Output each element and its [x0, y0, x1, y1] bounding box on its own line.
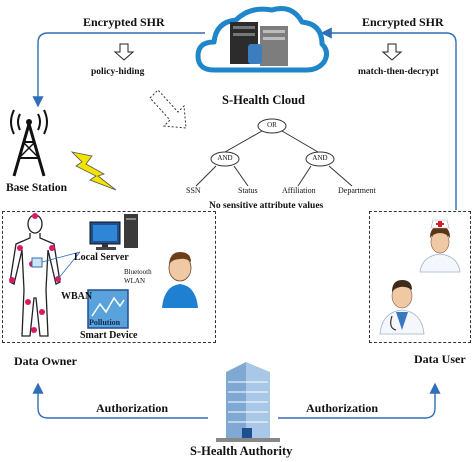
base-station-label: Base Station	[6, 182, 68, 194]
wban-label: WBAN	[61, 291, 93, 302]
tree-leaf-department: Department	[338, 186, 376, 195]
policy-tree-nodes	[210, 118, 335, 167]
cloud-label: S-Health Cloud	[222, 93, 306, 107]
left-encrypted-shr-label: Encrypted SHR	[83, 15, 165, 29]
data-owner-label: Data Owner	[14, 354, 77, 368]
tree-right-node: AND	[312, 154, 328, 162]
bluetooth-label: Bluetooth	[124, 268, 152, 276]
right-encrypted-shr-label: Encrypted SHR	[362, 15, 444, 29]
authority-label: S-Health Authority	[190, 444, 293, 458]
policy-tree-edges	[195, 130, 353, 187]
datauser-to-cloud-arrow	[320, 27, 457, 210]
policy-hiding-arrow-icon	[113, 43, 135, 61]
tree-root-node: OR	[267, 121, 277, 129]
tree-leaf-ssn: SSN	[186, 186, 201, 195]
authority-to-owner-arrow	[32, 382, 208, 419]
upload-diagonal-arrow-icon	[149, 89, 187, 129]
tree-leaf-status: Status	[238, 186, 258, 195]
data-user-box	[369, 211, 471, 343]
match-then-decrypt-label: match-then-decrypt	[358, 67, 439, 77]
authorization-left-label: Authorization	[96, 401, 168, 415]
authority-to-user-arrow	[278, 382, 441, 419]
policy-hiding-label: policy-hiding	[91, 67, 145, 77]
smart-device-label: Smart Device	[80, 330, 138, 341]
cloud-to-basestation-arrow	[32, 32, 205, 108]
wireless-lightning-icon	[70, 151, 117, 191]
pollution-label: Pollution	[89, 318, 121, 327]
tree-left-node: AND	[217, 154, 233, 162]
data-owner-box	[2, 211, 216, 343]
tree-caption: No sensitive attribute values	[209, 201, 324, 211]
authorization-right-label: Authorization	[306, 401, 378, 415]
local-server-label: Local Server	[74, 252, 129, 263]
data-user-label: Data User	[414, 352, 466, 366]
tree-leaf-affiliation: Affiliation	[282, 186, 316, 195]
match-decrypt-arrow-icon	[381, 43, 403, 61]
wlan-label: WLAN	[124, 277, 145, 285]
